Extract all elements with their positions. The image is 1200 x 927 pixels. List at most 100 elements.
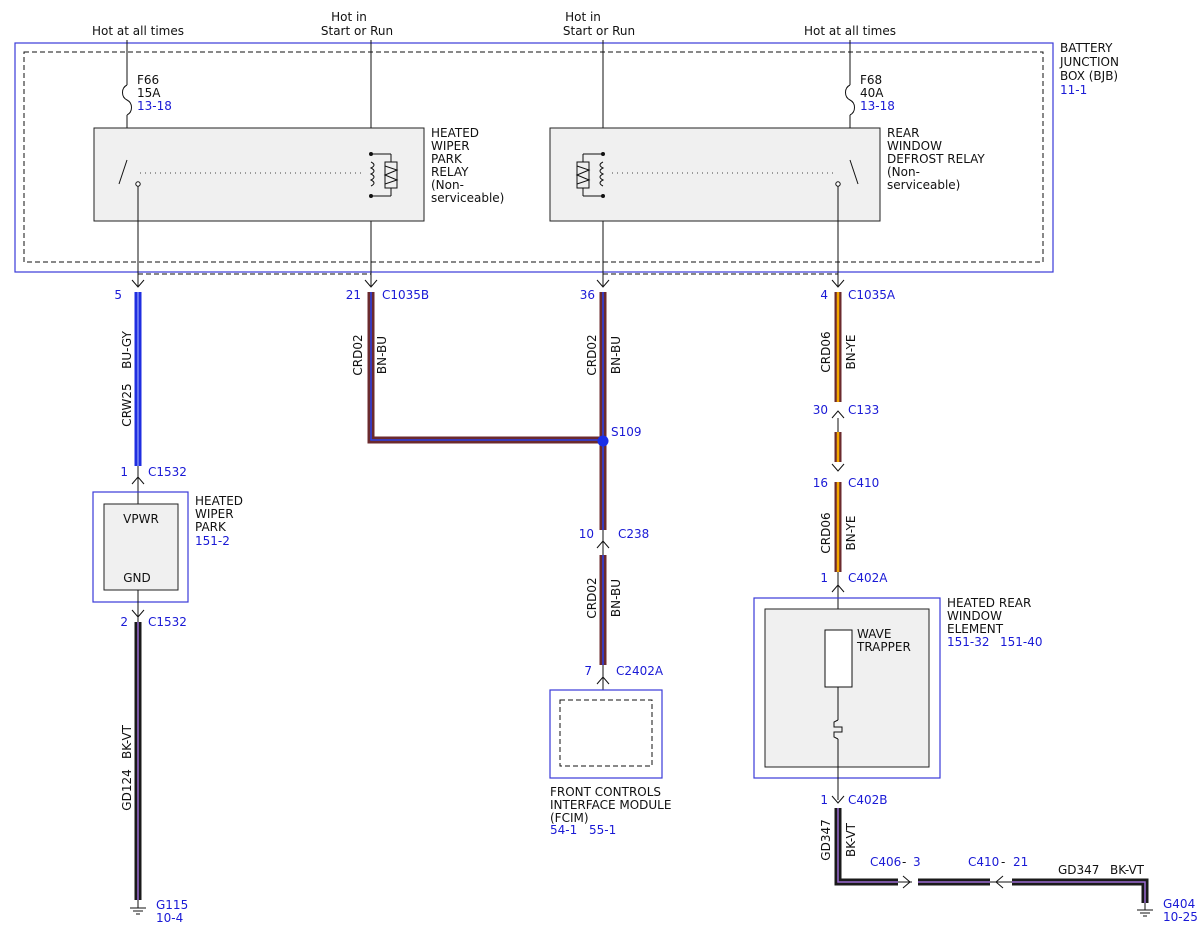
connector-c402b: C402B (848, 793, 888, 807)
connector-c402a: C402A (848, 571, 888, 585)
fuse-f68-icon (845, 84, 855, 116)
connector-arrow-c410-21 (995, 875, 1004, 889)
pin-30: 30 (813, 403, 828, 417)
connector-arrow-c133 (831, 410, 845, 419)
wire-crd02-a-color: BN-BU (375, 336, 389, 374)
fuse-f66-name: F66 (137, 73, 159, 87)
relay-rear-defrost-label-4: (Non- (887, 165, 920, 179)
connector-arrow-c1532-2 (131, 609, 145, 618)
fuse-f66-rating: 15A (137, 86, 161, 100)
supply-hot-run-2-line1: Hot in (565, 10, 601, 24)
wire-crd06-a-color: BN-YE (844, 334, 858, 369)
pin-21: 21 (346, 288, 361, 302)
wire-crd06-b-circuit: CRD06 (819, 512, 833, 553)
pin-7: 7 (584, 664, 592, 678)
pin-1-c402b: 1 (820, 793, 828, 807)
wire-gd347-a-color: BK-VT (844, 822, 858, 857)
pin-1-c1532: 1 (120, 465, 128, 479)
connector-c410: C410 (848, 476, 879, 490)
wiper-park-pin-gnd: GND (123, 571, 151, 585)
rear-window-outer-box (753, 597, 941, 779)
wire-crd02-a (367, 292, 603, 444)
wire-crd02-a-circuit: CRD02 (351, 334, 365, 375)
supply-hot-always-left: Hot at all times (92, 24, 184, 38)
fcim-label-3: (FCIM) (550, 811, 589, 825)
connector-c133: C133 (848, 403, 879, 417)
relay-rear-defrost-label-1: REAR (887, 126, 919, 140)
connector-c1035a: C1035A (848, 288, 896, 302)
fuse-f66-icon (122, 84, 132, 116)
pin-10: 10 (579, 527, 594, 541)
connector-c2402a: C2402A (616, 664, 664, 678)
fuse-f68-name: F68 (860, 73, 882, 87)
connector-c406: C406 (870, 855, 901, 869)
wire-gd124-circuit: GD124 (120, 769, 134, 810)
wave-trapper-box (824, 629, 853, 688)
connector-arrow-5 (131, 279, 145, 288)
relay-wiper-park-label-5: (Non- (431, 178, 464, 192)
relay-wiper-park-label-3: PARK (431, 152, 463, 166)
pin-16: 16 (813, 476, 828, 490)
wiper-park-ref: 151-2 (195, 534, 230, 548)
relay-wiper-park-label-4: RELAY (431, 165, 469, 179)
wire-gd124-color: BK-VT (120, 724, 134, 759)
bjb-inner-box (23, 51, 1044, 263)
rear-window-ref-1: 151-32 (947, 635, 990, 649)
relay-wiper-park-label-1: HEATED (431, 126, 479, 140)
rear-window-ref-2: 151-40 (1000, 635, 1043, 649)
wiper-park-label-2: WIPER (195, 507, 234, 521)
fcim-ref-2: 55-1 (589, 823, 616, 837)
wiper-park-outer-box (92, 491, 189, 603)
relay-wiper-park-label-6: serviceable) (431, 191, 504, 205)
relay-rear-defrost-label-5: serviceable) (887, 178, 960, 192)
supply-hot-run-2-line2: Start or Run (563, 24, 635, 38)
pin-1-c402a: 1 (820, 571, 828, 585)
relay-wiper-park-label-2: WIPER (431, 139, 470, 153)
fcim-label-2: INTERFACE MODULE (550, 798, 671, 812)
rear-window-label-3: ELEMENT (947, 622, 1004, 636)
pin-c406: 3 (913, 855, 921, 869)
wiper-park-pin-vpwr: VPWR (123, 512, 159, 526)
connector-c410-inline: C410 (968, 855, 999, 869)
wave-trapper-label-1: WAVE (857, 627, 891, 641)
wire-gd347-c-circuit: GD347 (1058, 863, 1099, 877)
connector-c1532-top: C1532 (148, 465, 187, 479)
fuse-f66-ref: 13-18 (137, 99, 172, 113)
relay-rear-defrost-switch (849, 159, 859, 185)
fcim-label-1: FRONT CONTROLS (550, 785, 661, 799)
supply-hot-always-right: Hot at all times (804, 24, 896, 38)
heating-element-icon (833, 719, 843, 740)
relay-rear-defrost-label-2: WINDOW (887, 139, 942, 153)
connector-arrow-c410 (831, 463, 845, 472)
connector-c1035b: C1035B (382, 288, 429, 302)
wire-gd347-c (1012, 878, 1149, 903)
pin-36: 36 (580, 288, 595, 302)
bjb-outer-box (14, 42, 1054, 273)
fcim-inner-box (559, 699, 653, 767)
svg-text:-: - (1001, 855, 1005, 869)
bjb-label-2: JUNCTION (1059, 55, 1119, 69)
wire-gd347-c-color: BK-VT (1110, 863, 1145, 877)
splice-s109 (597, 435, 609, 447)
wire-crw25-circuit: CRW25 (120, 383, 134, 426)
fcim-outer-box (549, 689, 663, 779)
relay-wiper-park-box (93, 127, 425, 222)
wire-crd06-a-circuit: CRD06 (819, 331, 833, 372)
wire-crd02-b-circuit: CRD02 (585, 334, 599, 375)
fuse-f68-rating: 40A (860, 86, 884, 100)
wire-crw25-color: BU-GY (120, 330, 134, 368)
rear-window-label-1: HEATED REAR (947, 596, 1031, 610)
ground-g115-name: G115 (156, 898, 188, 912)
wiper-park-label-1: HEATED (195, 494, 243, 508)
connector-c1532-bottom: C1532 (148, 615, 187, 629)
supply-hot-run-1-line2: Start or Run (321, 24, 393, 38)
ground-g404-ref: 10-25 (1163, 910, 1198, 924)
connector-arrow-4 (831, 279, 845, 288)
wire-crd06-b-color: BN-YE (844, 515, 858, 550)
relay-rear-defrost-coil-icon (599, 161, 605, 187)
wire-gd347-a-circuit: GD347 (819, 819, 833, 860)
wave-trapper-label-2: TRAPPER (856, 640, 911, 654)
wiper-park-label-3: PARK (195, 520, 227, 534)
connector-arrow-36 (596, 279, 610, 288)
